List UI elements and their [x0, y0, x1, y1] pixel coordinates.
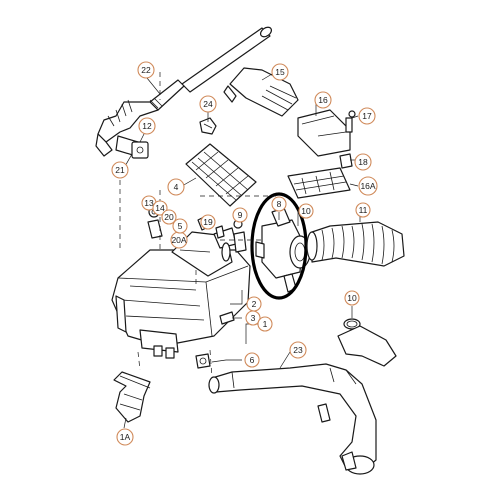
filter-hatching	[191, 151, 249, 201]
svg-text:15: 15	[275, 67, 285, 77]
svg-text:10: 10	[347, 293, 357, 303]
part-4-filter-element	[185, 143, 257, 207]
svg-text:20: 20	[164, 212, 174, 222]
callout-1: 1	[257, 316, 273, 332]
callout-16a: 16A	[358, 176, 378, 196]
callout-17: 17	[358, 107, 376, 125]
callout-5: 5	[172, 218, 188, 234]
callout-21: 21	[111, 161, 129, 179]
svg-text:13: 13	[144, 198, 154, 208]
svg-text:11: 11	[359, 205, 368, 215]
callout-6: 6	[244, 352, 260, 368]
callout-18: 18	[354, 153, 372, 171]
svg-text:17: 17	[362, 111, 372, 121]
svg-text:8: 8	[277, 199, 282, 209]
lower-hardware	[195, 311, 235, 369]
part-18-clip	[339, 153, 353, 169]
svg-text:16: 16	[318, 95, 328, 105]
svg-text:12: 12	[142, 121, 152, 131]
svg-text:21: 21	[115, 165, 125, 175]
svg-text:16A: 16A	[360, 181, 375, 191]
svg-text:14: 14	[155, 203, 165, 213]
callout-16: 16	[314, 91, 332, 109]
svg-text:2: 2	[252, 299, 257, 309]
svg-text:24: 24	[203, 99, 213, 109]
svg-text:4: 4	[174, 182, 179, 192]
part-16-duct	[297, 109, 353, 157]
svg-text:19: 19	[203, 217, 213, 227]
callout-3: 3	[245, 310, 261, 326]
svg-text:18: 18	[358, 157, 368, 167]
svg-text:1: 1	[263, 319, 268, 329]
callout-4: 4	[167, 178, 185, 196]
svg-text:22: 22	[141, 65, 151, 75]
callout-2: 2	[246, 296, 262, 312]
callout-13: 13	[141, 195, 157, 211]
callout-10-lower: 10	[344, 290, 360, 306]
callout-22: 22	[137, 61, 155, 79]
assembly-lines	[119, 72, 276, 379]
part-16a-ribbed-insert	[287, 167, 351, 199]
part-23-intake-pipe	[208, 325, 397, 475]
callout-20a: 20A	[170, 231, 188, 249]
svg-text:3: 3	[251, 313, 256, 323]
callout-14: 14	[152, 200, 168, 216]
callout-8: 8	[271, 196, 287, 212]
part-11-corrugated-hose	[306, 221, 405, 267]
hose-corrugation	[321, 223, 395, 265]
callout-9: 9	[232, 207, 248, 223]
callout-24: 24	[199, 95, 217, 113]
callouts: 22 15 16 17 24 12 21 4 18 16A 13 14 20 2…	[111, 61, 378, 446]
svg-text:5: 5	[178, 221, 183, 231]
svg-text:20A: 20A	[171, 235, 186, 245]
callout-12: 12	[138, 117, 156, 135]
svg-text:23: 23	[293, 345, 303, 355]
part-17-screw	[348, 110, 356, 126]
callout-23: 23	[289, 341, 307, 359]
part-1a-braided-hose	[113, 371, 151, 423]
callout-10-upper: 10	[298, 203, 314, 219]
highlight-ring	[250, 192, 308, 300]
svg-text:1A: 1A	[120, 432, 131, 442]
callout-20: 20	[161, 209, 177, 225]
svg-text:6: 6	[250, 355, 255, 365]
callout-1a: 1A	[116, 428, 134, 446]
svg-text:10: 10	[301, 206, 311, 216]
callout-19: 19	[200, 214, 216, 230]
svg-text:9: 9	[238, 210, 243, 220]
snorkel-ribs	[107, 97, 163, 127]
callout-11: 11	[355, 202, 371, 218]
part-22-intake-snorkel	[95, 26, 273, 159]
callout-15: 15	[271, 63, 289, 81]
